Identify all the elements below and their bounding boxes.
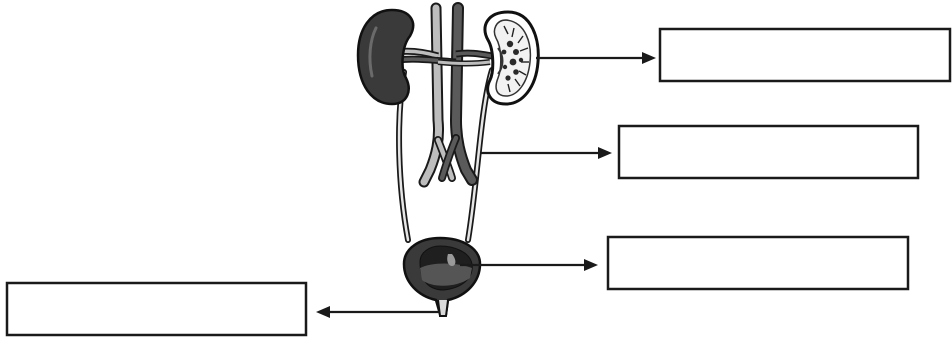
arrow-4 [316, 306, 440, 318]
right-kidney-cross-section [485, 12, 538, 104]
label-box-2[interactable] [619, 126, 918, 178]
label-box-3[interactable] [608, 237, 908, 289]
urinary-system-illustration [358, 8, 538, 316]
arrow-1 [536, 52, 656, 64]
label-box-4[interactable] [7, 283, 306, 335]
arrow-2 [480, 147, 612, 159]
bladder [404, 238, 480, 316]
vena-cava [442, 8, 472, 180]
renal-vessels [396, 51, 492, 63]
label-box-1[interactable] [660, 29, 950, 81]
